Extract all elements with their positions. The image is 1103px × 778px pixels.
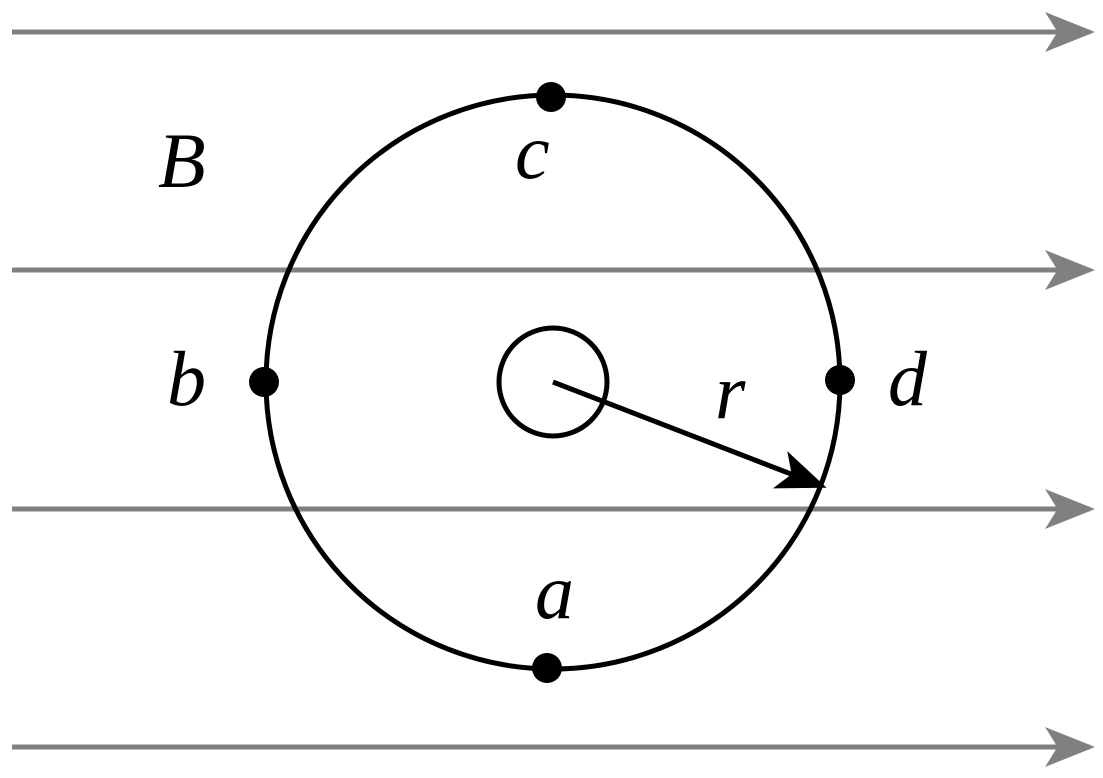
point-b-label: b (167, 335, 206, 422)
radius-label: r (715, 348, 746, 435)
radius-arrow (552, 379, 827, 489)
field-label: B (158, 117, 206, 204)
point-c-dot (536, 82, 566, 112)
point-a-dot (532, 653, 562, 683)
point-d-dot (825, 365, 855, 395)
field-lines (12, 12, 1095, 767)
point-c-label: c (515, 108, 550, 195)
point-a-label: a (535, 548, 574, 635)
point-d-label: d (888, 335, 928, 422)
point-b-dot (249, 367, 279, 397)
central-wire (496, 325, 610, 439)
